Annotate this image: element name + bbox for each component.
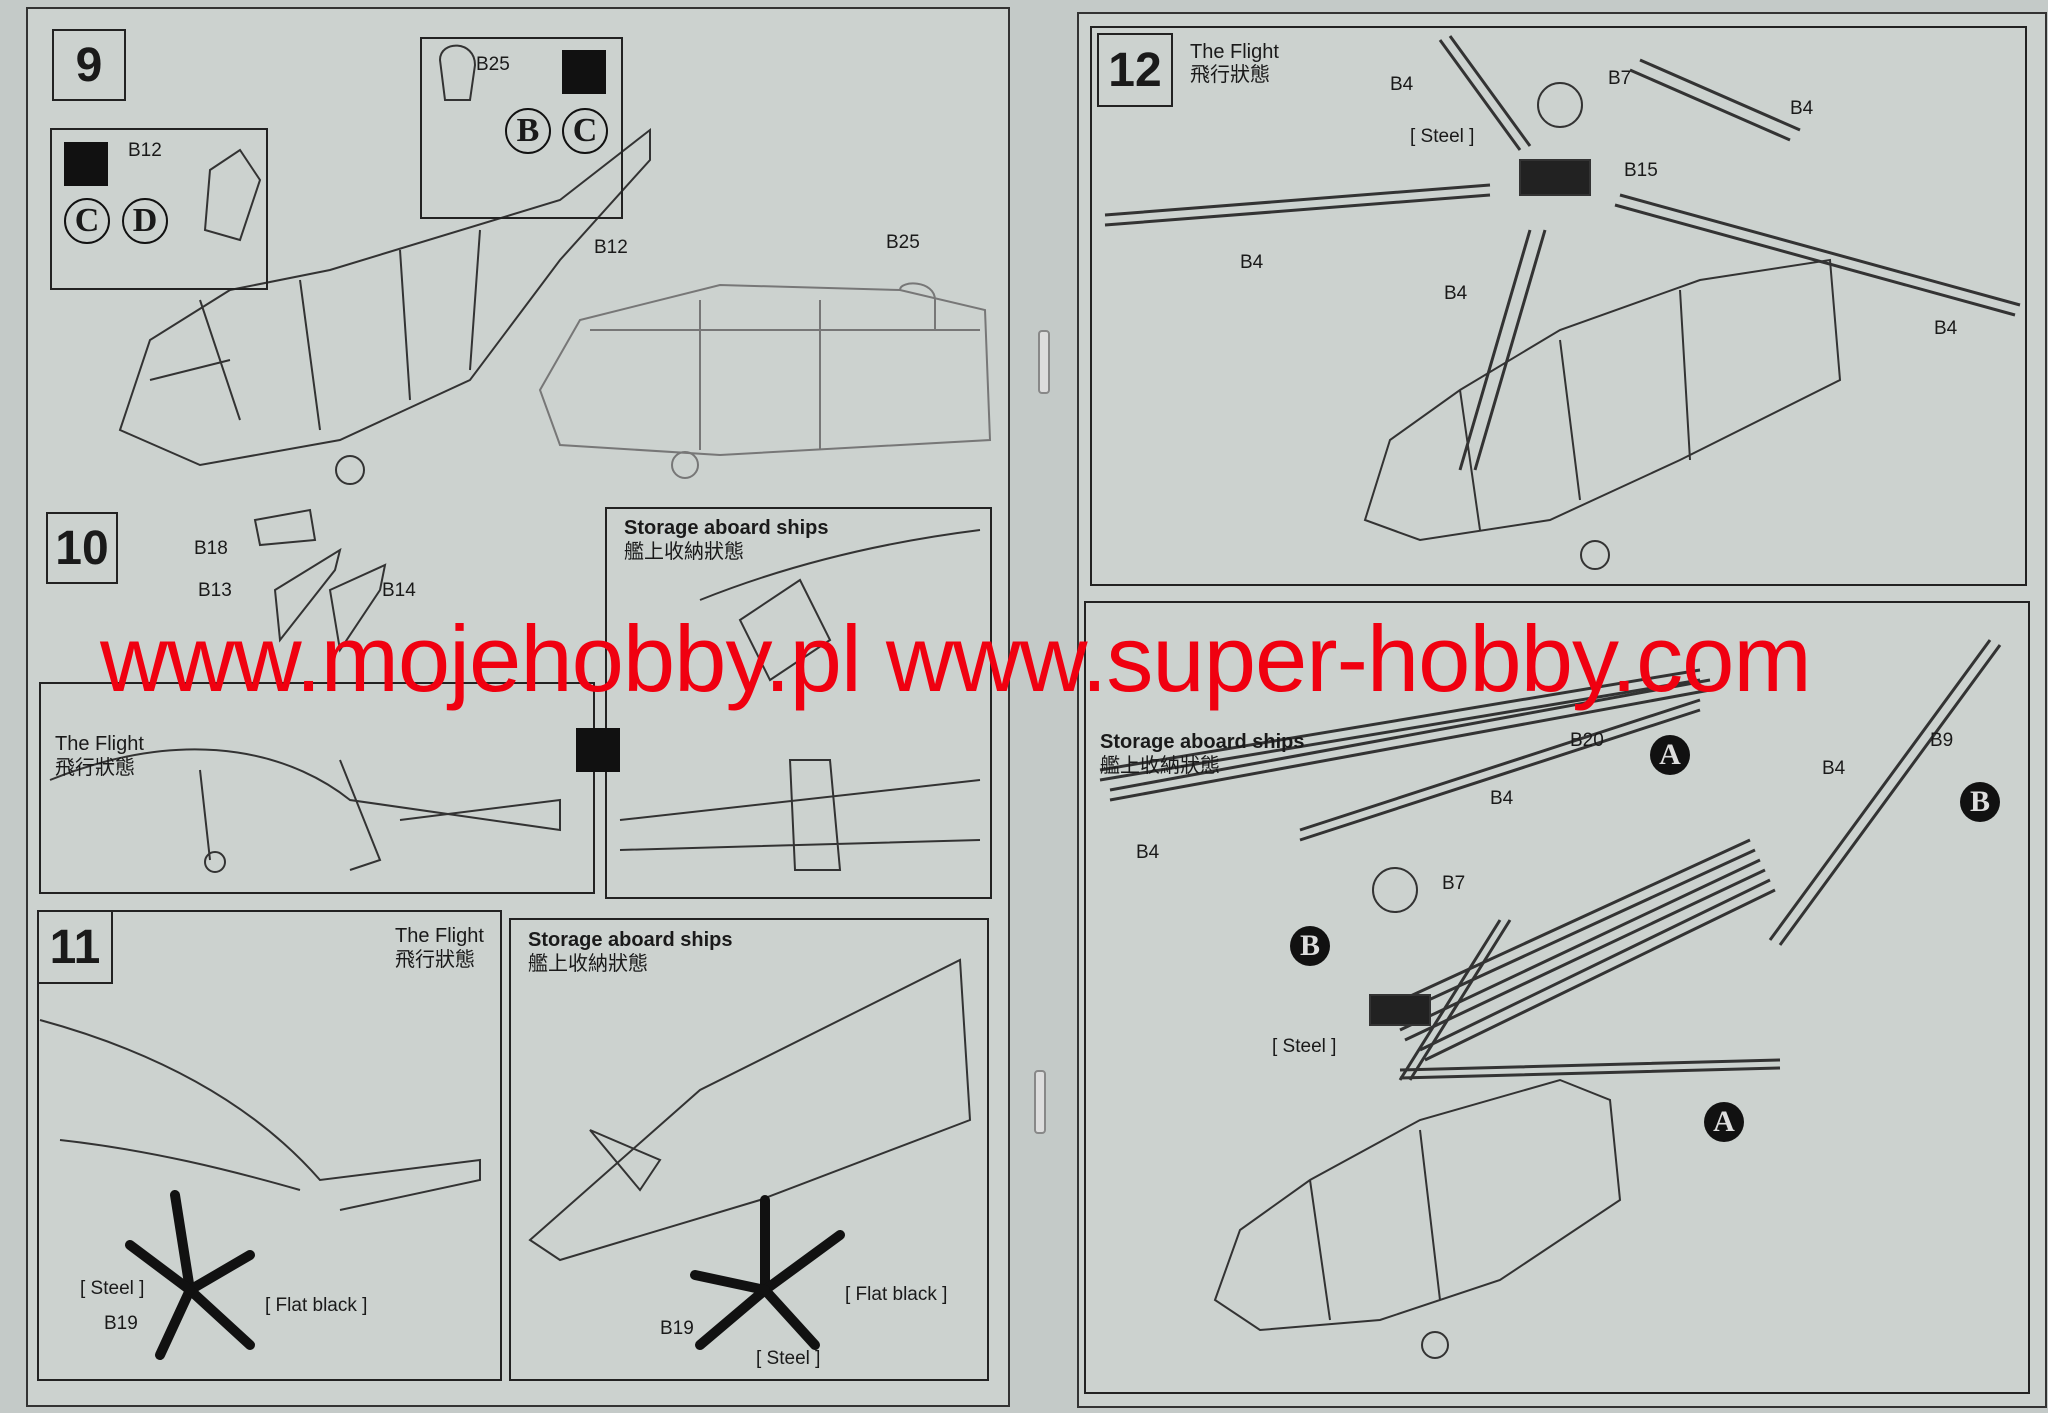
part-label: B4 — [1490, 788, 1514, 809]
paint-note: [ Steel ] — [756, 1348, 821, 1369]
helicopter-drawing-12 — [1363, 258, 1842, 542]
marker-a: A — [1704, 1102, 1744, 1142]
flight-panel-12 — [1090, 26, 2027, 586]
paint-reference-icon — [576, 728, 620, 772]
marker-b: B — [1290, 926, 1330, 966]
tail-rotor-storage-11 — [690, 1195, 845, 1350]
paint-reference-icon — [562, 50, 606, 94]
paint-reference-icon — [64, 142, 108, 186]
tail-rotor-flight-11 — [125, 1190, 255, 1360]
part-label: B4 — [1822, 758, 1846, 779]
helicopter-drawing-9 — [118, 127, 651, 467]
rotor-hub-storage-12 — [1369, 994, 1431, 1026]
part-label: B4 — [1390, 74, 1414, 95]
helicopter-drawing-storage-12 — [1213, 1078, 1622, 1332]
storage-title-cn: 艦上收納狀態 — [528, 953, 648, 975]
storage-title: Storage aboard ships — [528, 929, 733, 951]
storage-title-cn: 艦上收納狀態 — [1100, 755, 1220, 777]
part-label: B19 — [660, 1318, 694, 1339]
part-label: B13 — [198, 580, 232, 601]
folded-blades-storage-12 — [1099, 639, 2002, 1081]
part-label: B15 — [1624, 160, 1658, 181]
staple-top — [1038, 330, 1050, 394]
main-rotor-blades-12 — [1104, 35, 2021, 471]
right-page — [1077, 12, 2047, 1408]
staple-bottom — [1034, 1070, 1046, 1134]
part-label: B4 — [1240, 252, 1264, 273]
tail-flight-drawing-10 — [49, 748, 561, 871]
step-number-11: 11 — [37, 910, 113, 984]
part-label: B18 — [194, 538, 228, 559]
part-label: B12 — [594, 237, 628, 258]
tail-storage-drawing-11 — [528, 958, 972, 1262]
paint-note: [ Steel ] — [1272, 1036, 1337, 1057]
paint-note: [ Steel ] — [80, 1278, 145, 1299]
part-label: B4 — [1444, 283, 1468, 304]
marker-a: A — [1650, 735, 1690, 775]
left-page — [26, 7, 1010, 1407]
step-number-9: 9 — [52, 29, 126, 101]
step-number-10: 10 — [46, 512, 118, 584]
storage-panel-12 — [1084, 601, 2030, 1394]
part-label: B9 — [1930, 730, 1954, 751]
flight-title-cn: 飛行狀態 — [395, 949, 475, 971]
part-label: B7 — [1608, 68, 1632, 89]
part-label: B4 — [1934, 318, 1958, 339]
part-label: B12 — [128, 140, 162, 161]
paint-note: [ Steel ] — [1410, 126, 1475, 147]
storage-panel-11 — [509, 918, 989, 1381]
flight-title: The Flight — [395, 925, 484, 947]
flight-title-cn: 飛行狀態 — [1190, 64, 1270, 86]
part-label: B4 — [1790, 98, 1814, 119]
tail-flight-drawing-11 — [39, 1019, 481, 1211]
part-label: B14 — [382, 580, 416, 601]
marker-b: B — [1960, 782, 2000, 822]
storage-title: Storage aboard ships — [624, 517, 829, 539]
marker-c: C — [562, 108, 608, 154]
flight-title: The Flight — [1190, 41, 1279, 63]
helicopter-side-drawing-9 — [538, 282, 992, 457]
storage-panel-10 — [605, 507, 992, 899]
flight-panel-11 — [37, 910, 502, 1381]
part-label: B4 — [1136, 842, 1160, 863]
part-label: B19 — [104, 1313, 138, 1334]
inset-b12 — [50, 128, 268, 290]
tail-storage-drawing-10 — [619, 529, 981, 871]
paint-note: [ Flat black ] — [845, 1284, 948, 1305]
part-label: B25 — [476, 54, 510, 75]
rotor-hub-12 — [1519, 159, 1591, 196]
inset-b25 — [420, 37, 623, 219]
part-label: B25 — [886, 232, 920, 253]
flight-title-cn: 飛行狀態 — [55, 757, 135, 779]
tail-parts-drawing-10 — [253, 508, 387, 653]
storage-title-cn: 艦上收納狀態 — [624, 541, 744, 563]
part-label: B20 — [1570, 730, 1604, 751]
flight-title: The Flight — [55, 733, 144, 755]
step-number-12: 12 — [1097, 33, 1173, 107]
marker-b: B — [505, 108, 551, 154]
part-label: B7 — [1442, 873, 1466, 894]
paint-note: [ Flat black ] — [265, 1295, 368, 1316]
marker-d: D — [122, 198, 168, 244]
storage-title: Storage aboard ships — [1100, 731, 1305, 753]
marker-c: C — [64, 198, 110, 244]
watermark: www.mojehobby.pl www.super-hobby.com — [100, 606, 1812, 711]
flight-panel-10 — [39, 682, 595, 894]
